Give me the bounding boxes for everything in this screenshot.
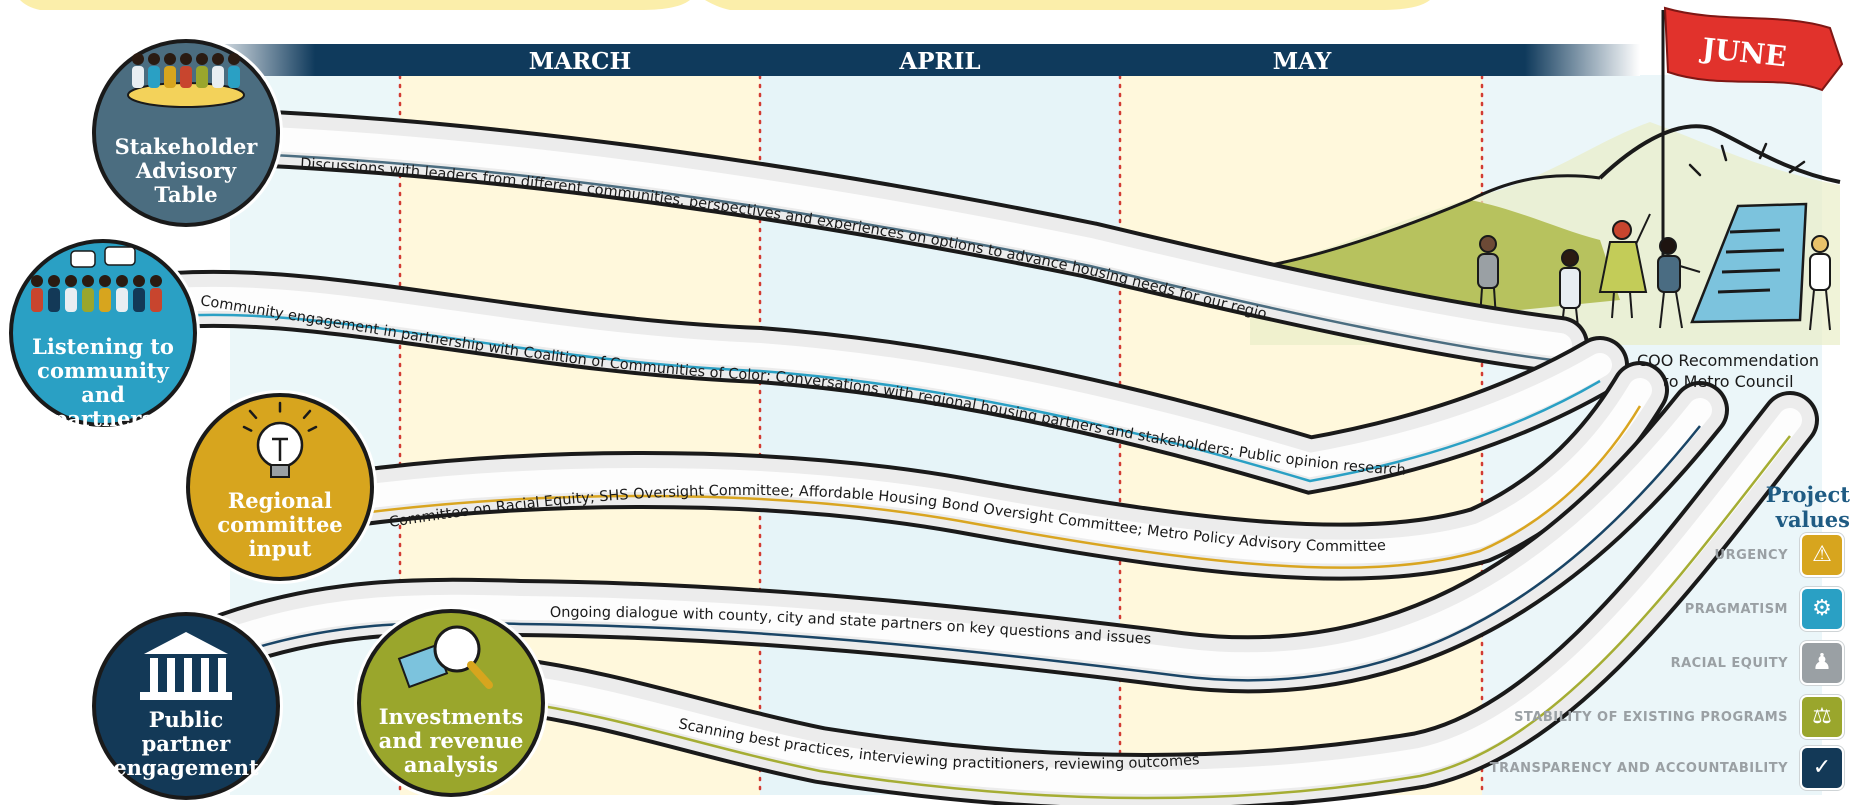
ribbon-highlight (498, 408, 1802, 794)
magnifier-check-icon: ✓ (1802, 748, 1842, 788)
circle-title-2: Listening to community and partners (32, 334, 174, 431)
project-value-label: TRANSPARENCY AND ACCOUNTABILITY (1489, 760, 1788, 776)
circle-title-5: Investments and revenue analysis (378, 704, 524, 777)
project-value-transparency-and-accountability: TRANSPARENCY AND ACCOUNTABILITY ✓ (1490, 748, 1842, 788)
project-value-stability-of-existing-programs: STABILITY OF EXISTING PROGRAMS ⚖ (1514, 697, 1842, 737)
project-value-label: RACIAL EQUITY (1670, 655, 1788, 671)
project-value-pragmatism: PRAGMATISM ⚙ (1685, 589, 1842, 629)
top-note-left (20, 0, 690, 10)
ribbon-stripe (339, 405, 1642, 569)
month-labels: MARCH APRIL MAY (529, 48, 1332, 75)
magnifier-chart-icon (397, 625, 493, 689)
project-value-label: PRAGMATISM (1684, 601, 1788, 617)
top-note-right (705, 0, 1430, 10)
circle-title-3: Regional committee input (217, 488, 343, 561)
people-figures (1477, 213, 1831, 346)
burst-lines (1688, 142, 1806, 177)
ribbon-stripe (249, 152, 1561, 363)
gears-icon: ⚙ (1802, 589, 1842, 629)
circle-3 (183, 390, 377, 584)
speech-bubbles-people-icon (31, 246, 162, 312)
circle-title-1: Stakeholder Advisory Table (114, 134, 258, 207)
government-building-icon (140, 632, 232, 700)
ribbon-highlight (238, 126, 1572, 357)
ribbon-4: Ongoing dialogue with county, city and s… (201, 381, 1729, 694)
lightbulb-icon (242, 401, 318, 478)
circle-2 (6, 236, 200, 430)
project-value-urgency: URGENCY ⚠ (1715, 535, 1842, 575)
ribbon-highlight (163, 286, 1612, 478)
month-header-band (200, 44, 1640, 76)
warning-icon: ⚠ (1802, 535, 1842, 575)
engagement-circles (6, 36, 548, 803)
ribbon-5: Scanning best practices, interviewing pr… (481, 391, 1819, 805)
ribbon-highlight (328, 378, 1652, 564)
circle-title-4: Public partner engagement (113, 707, 259, 780)
hill-outline (1598, 124, 1841, 184)
ribbon-highlight (218, 398, 1712, 677)
circle-1 (89, 36, 283, 230)
coo-recommendation-label: COO Recommendation to Metro Council (1636, 351, 1820, 391)
month-label-april: APRIL (898, 48, 980, 75)
june-flag (1663, 6, 1844, 92)
project-value-racial-equity: RACIAL EQUITY ♟ (1671, 643, 1842, 683)
circle-4 (89, 609, 283, 803)
month-label-march: MARCH (529, 48, 631, 75)
recommendation-document-icon (1690, 202, 1808, 324)
people-icon: ♟ (1802, 643, 1842, 683)
round-table-people-icon (127, 53, 245, 108)
month-label-may: MAY (1273, 48, 1332, 75)
project-value-label: STABILITY OF EXISTING PROGRAMS (1514, 709, 1788, 725)
circle-5 (354, 606, 548, 800)
project-values-title: Project values (1765, 482, 1850, 532)
balance-icon: ⚖ (1802, 697, 1842, 737)
ribbon-stripe (509, 435, 1791, 800)
ribbon-stripe (174, 313, 1601, 483)
project-value-label: URGENCY (1714, 547, 1788, 563)
